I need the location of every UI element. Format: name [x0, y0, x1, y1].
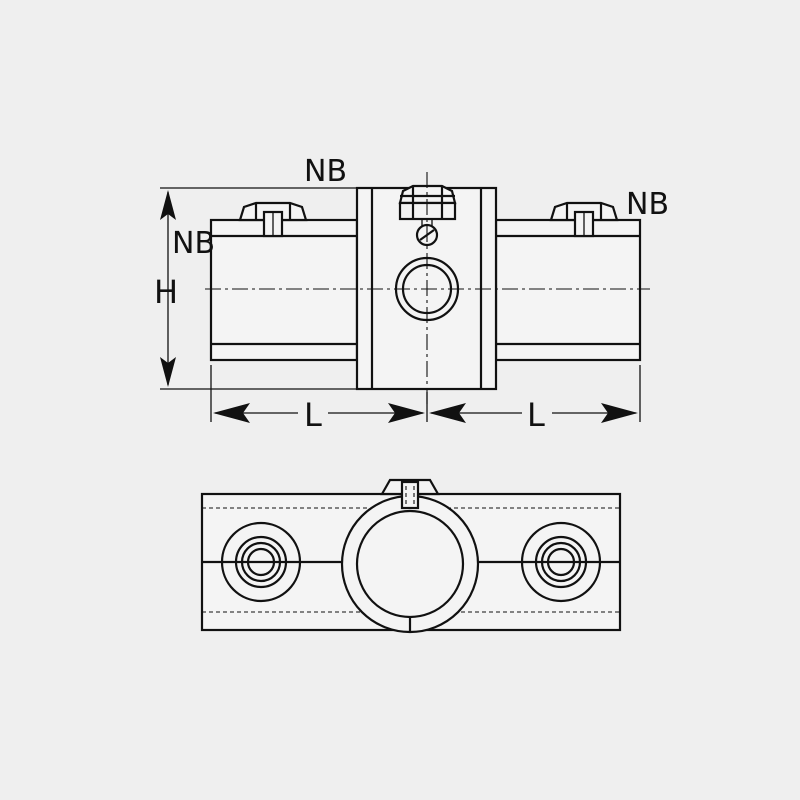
top-clamp-screw — [398, 184, 457, 247]
front-view: NB NB NB H L L — [154, 154, 669, 434]
left-tube-clamp — [209, 218, 359, 362]
right-tube-clamp — [494, 218, 642, 362]
length-right-label: L — [527, 396, 545, 434]
length-arrow-right-end — [601, 403, 638, 423]
length-arrow-left-start — [213, 403, 250, 423]
left-bolt-hole — [220, 521, 302, 603]
length-dimensions — [210, 365, 641, 423]
nb-left-label: NB — [172, 226, 215, 261]
top-view-screw — [380, 478, 440, 510]
height-arrow-down — [160, 357, 176, 387]
length-arrow-right-start — [429, 403, 466, 423]
height-label: H — [154, 273, 178, 311]
top-view — [200, 478, 622, 634]
height-arrow-up — [160, 190, 176, 220]
left-hex-nut — [238, 201, 308, 238]
nb-right-label: NB — [626, 187, 669, 222]
central-ring — [340, 494, 480, 634]
right-hex-nut — [549, 201, 619, 238]
nb-top-label: NB — [304, 154, 347, 189]
front-center-lines — [205, 172, 650, 408]
height-dimension — [160, 187, 357, 390]
length-arrow-left-end — [388, 403, 425, 423]
length-left-label: L — [304, 396, 322, 434]
right-bolt-hole — [520, 521, 602, 603]
